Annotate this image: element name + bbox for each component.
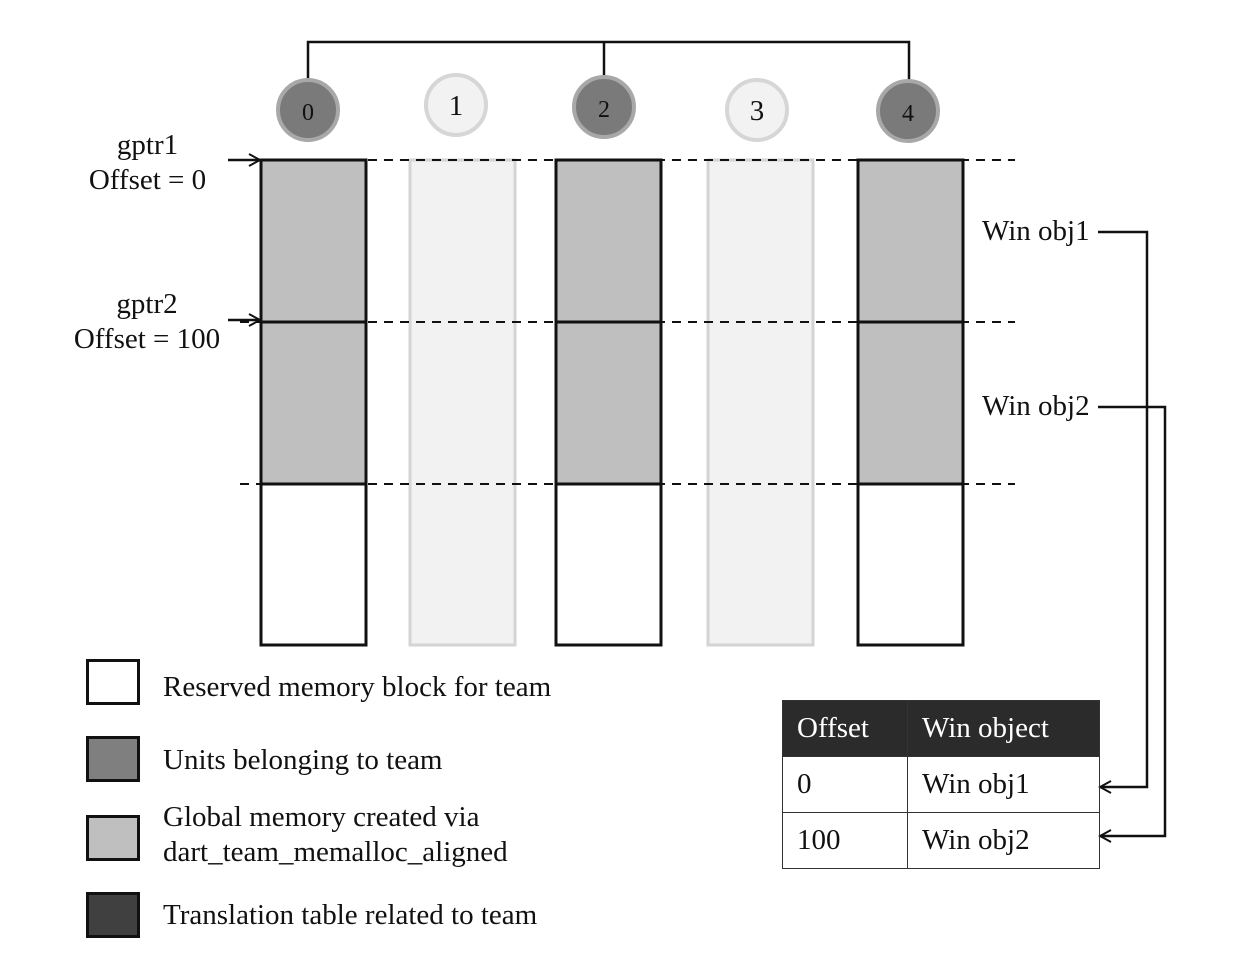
memory-column-unit-2: [554, 158, 663, 647]
memory-segment-global-0: [259, 158, 368, 324]
legend-swatch-reserved: [86, 659, 140, 705]
gptr1-label: gptr1 Offset = 0: [80, 128, 215, 198]
unit-label: 4: [902, 101, 914, 127]
unit-circle: [876, 79, 940, 143]
table-cell-win-object: Win obj1: [907, 756, 1100, 813]
unit-0-node: 0: [276, 78, 340, 142]
table-header-win-object: Win object: [907, 700, 1100, 757]
memory-column-unit-1: [408, 158, 517, 647]
table-header-row: Offset Win object: [782, 700, 1100, 757]
unit-circle: [725, 78, 789, 142]
table-cell-win-object: Win obj2: [907, 812, 1100, 869]
memory-segment-global-100: [554, 320, 663, 486]
unit-circle: [276, 78, 340, 142]
table-row: 100 Win obj2: [782, 812, 1100, 869]
gptr2-label: gptr2 Offset = 100: [66, 287, 228, 357]
legend-swatch-global-memory: [86, 815, 140, 861]
memory-columns: [259, 158, 965, 647]
gptr2-name: gptr2: [116, 288, 178, 320]
win-obj1-label: Win obj1: [982, 215, 1090, 247]
legend-swatch-units: [86, 736, 140, 782]
memory-segment-nonmember: [408, 158, 517, 647]
segment-separators: [240, 159, 1015, 485]
unit-label: 3: [750, 95, 765, 127]
gptr2-offset: Offset = 100: [73, 322, 221, 355]
legend-label-translation-table: Translation table related to team: [163, 899, 538, 931]
unit-circle: [424, 73, 488, 137]
table-cell-offset: 0: [782, 756, 908, 813]
win-obj2-label: Win obj2: [982, 390, 1090, 422]
unit-2-node: 2: [572, 75, 636, 139]
memory-segment-reserved: [554, 482, 663, 647]
table-header-offset: Offset: [782, 700, 908, 757]
memory-column-unit-3: [706, 158, 815, 647]
unit-circle: [572, 75, 636, 139]
legend-label-global-memory: Global memory created via dart_team_mema…: [163, 800, 508, 870]
memory-segment-reserved: [856, 482, 965, 647]
legend-label-global-memory-line2: dart_team_memalloc_aligned: [163, 835, 508, 868]
unit-label: 1: [449, 90, 464, 122]
unit-3-node: 3: [725, 78, 789, 142]
memory-segment-global-100: [259, 320, 368, 486]
memory-segment-global-100: [856, 320, 965, 486]
unit-4-node: 4: [876, 79, 940, 143]
legend-swatch-translation-table: [86, 892, 140, 938]
win-obj1-connector: [1098, 230, 1149, 787]
legend-label-reserved: Reserved memory block for team: [163, 671, 552, 703]
unit-circles: 0 1 2 3 4: [276, 73, 940, 143]
table-cell-offset: 100: [782, 812, 908, 869]
memory-segment-nonmember: [706, 158, 815, 647]
memory-segment-global-0: [554, 158, 663, 324]
gptr1-name: gptr1: [116, 129, 179, 161]
memory-segment-reserved: [259, 482, 368, 647]
translation-table: Offset Win object 0 Win obj1 100 Win obj…: [782, 700, 1100, 869]
unit-1-node: 1: [424, 73, 488, 137]
unit-label: 2: [598, 97, 610, 123]
memory-column-unit-4: [856, 158, 965, 647]
unit-label: 0: [302, 100, 314, 126]
memory-segment-global-0: [856, 158, 965, 324]
gptr1-offset: Offset = 0: [88, 163, 207, 196]
win-obj2-connector: [1098, 405, 1167, 836]
table-row: 0 Win obj1: [782, 756, 1100, 813]
memory-column-unit-0: [259, 158, 368, 647]
legend-label-global-memory-line1: Global memory created via: [163, 801, 480, 833]
legend-label-units: Units belonging to team: [163, 744, 443, 776]
